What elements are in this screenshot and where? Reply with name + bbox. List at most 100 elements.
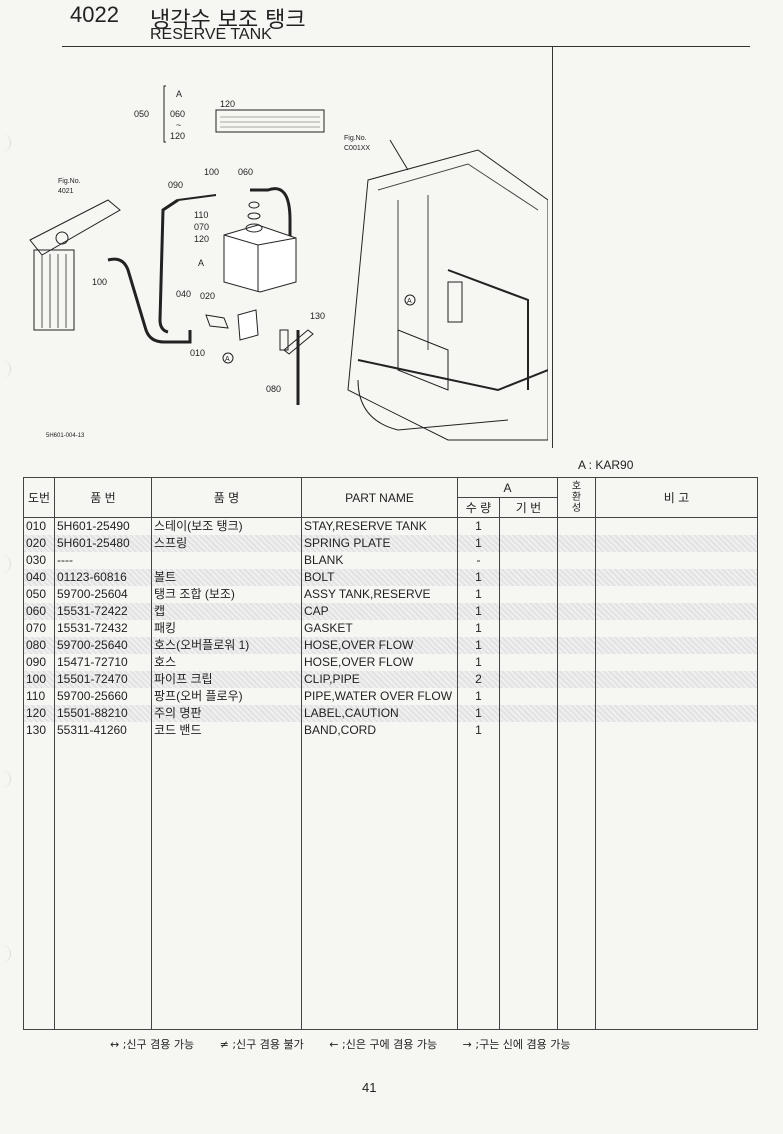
table-row: 030---- BLANK- (23, 552, 759, 569)
remarks-cell (595, 535, 759, 552)
name-english: ASSY TANK,RESERVE (301, 586, 458, 603)
item-no: 070 (23, 620, 55, 637)
item-no: 120 (23, 705, 55, 722)
name-korean: 스테이(보조 탱크) (151, 517, 302, 535)
item-no: 110 (23, 688, 55, 705)
remarks-cell (595, 569, 759, 586)
name-english: CLIP,PIPE (301, 671, 458, 688)
legend-item: ← ;신은 구에 겸용 가능 (329, 1038, 438, 1051)
base-cell (498, 603, 559, 620)
punch-hole (0, 945, 11, 963)
base-cell (498, 705, 559, 722)
name-english: STAY,RESERVE TANK (301, 517, 458, 535)
callout-label: 100 (92, 277, 107, 287)
quantity: 1 (457, 569, 500, 586)
header-name-en: PART NAME (301, 477, 458, 518)
compat-cell (557, 517, 597, 535)
figure-divider (552, 46, 553, 448)
quantity: 1 (457, 654, 500, 671)
compat-cell (557, 552, 597, 569)
punch-hole (0, 555, 11, 573)
punch-hole (0, 770, 11, 788)
item-no: 040 (23, 569, 55, 586)
compat-cell (557, 654, 597, 671)
legend-item: ↔ ;신구 겸용 가능 (110, 1038, 195, 1051)
remarks-cell (595, 688, 759, 705)
quantity: 1 (457, 705, 500, 722)
parts-table: 도번 품 번 품 명 PART NAME A 호 환 성 비 고 수 량 기 번… (23, 477, 759, 1030)
part-number: 15501-88210 (54, 705, 152, 722)
part-number: 59700-25604 (54, 586, 152, 603)
quantity: - (457, 552, 500, 569)
quantity: 1 (457, 535, 500, 552)
part-number: 15531-72432 (54, 620, 152, 637)
quantity: 1 (457, 603, 500, 620)
item-no: 130 (23, 722, 55, 739)
part-number: 01123-60816 (54, 569, 152, 586)
quantity: 1 (457, 637, 500, 654)
svg-text:A: A (225, 356, 230, 363)
base-cell (498, 569, 559, 586)
item-no: 060 (23, 603, 55, 620)
page-number: 41 (362, 1080, 377, 1095)
header-compat: 호 환 성 (557, 477, 597, 518)
part-number: 59700-25640 (54, 637, 152, 654)
part-number: 5H601-25480 (54, 535, 152, 552)
name-english: GASKET (301, 620, 458, 637)
fig-ref: C001XX (344, 145, 370, 152)
part-number: 59700-25660 (54, 688, 152, 705)
callout-label: A (176, 89, 182, 99)
remarks-cell (595, 603, 759, 620)
remarks-cell (595, 654, 759, 671)
name-korean: 팡프(오버 플로우) (151, 688, 302, 705)
header-rule (62, 46, 750, 47)
name-english: SPRING PLATE (301, 535, 458, 552)
name-english: HOSE,OVER FLOW (301, 637, 458, 654)
compat-cell (557, 688, 597, 705)
header-part-no: 품 번 (54, 477, 152, 518)
name-korean: 캡 (151, 603, 302, 620)
remarks-cell (595, 552, 759, 569)
header-item-no: 도번 (23, 477, 55, 518)
name-english: BAND,CORD (301, 722, 458, 739)
compat-cell (557, 705, 597, 722)
legend-item: → ;구는 신에 겸용 가능 (462, 1038, 571, 1051)
name-english: BLANK (301, 552, 458, 569)
fig-ref: Fig.No. (58, 178, 81, 185)
compat-cell (557, 586, 597, 603)
item-no: 100 (23, 671, 55, 688)
header-remarks: 비 고 (595, 477, 759, 518)
remarks-cell (595, 620, 759, 637)
quantity: 1 (457, 586, 500, 603)
item-no: 030 (23, 552, 55, 569)
punch-hole (0, 360, 11, 378)
base-cell (498, 722, 559, 739)
part-number: 5H601-25490 (54, 517, 152, 535)
name-korean: 탱크 조합 (보조) (151, 586, 302, 603)
callout-label: 120 (194, 234, 209, 244)
header-name-ko: 품 명 (151, 477, 302, 518)
punch-hole (0, 134, 11, 152)
name-english: BOLT (301, 569, 458, 586)
name-korean: 주의 명판 (151, 705, 302, 722)
part-number: 15531-72422 (54, 603, 152, 620)
remarks-cell (595, 586, 759, 603)
compat-cell (557, 637, 597, 654)
part-number: ---- (54, 552, 152, 569)
name-korean: 파이프 크립 (151, 671, 302, 688)
base-cell (498, 552, 559, 569)
callout-label: 060 (170, 109, 185, 119)
header-model-a: A (456, 477, 559, 498)
table-filler-row (23, 739, 759, 1030)
part-number: 55311-41260 (54, 722, 152, 739)
base-cell (498, 535, 559, 552)
callout-label: 080 (266, 384, 281, 394)
name-korean: 코드 밴드 (151, 722, 302, 739)
callout-label: 060 (238, 167, 253, 177)
name-english: CAP (301, 603, 458, 620)
